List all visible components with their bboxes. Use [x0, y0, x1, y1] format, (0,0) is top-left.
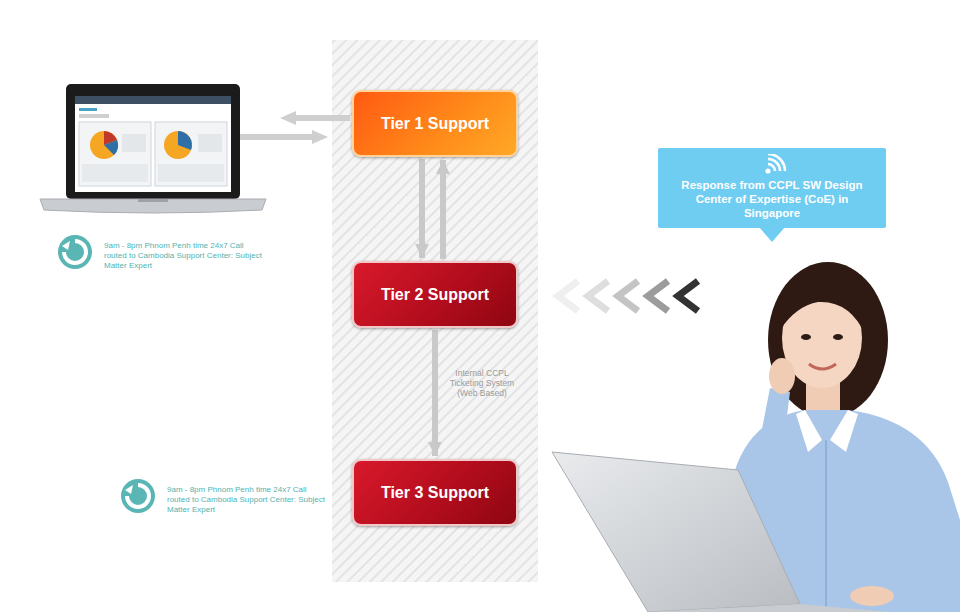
node-text: Response from CCPL SW Design Center of E… — [668, 178, 876, 220]
drawing-part — [40, 199, 266, 213]
drawing-part — [769, 358, 795, 394]
tier-box: Tier 3 Support — [352, 459, 518, 526]
drawing-part — [648, 281, 668, 311]
drawing-part — [240, 130, 328, 144]
drawing-part — [618, 281, 638, 311]
drawing-part — [125, 485, 133, 494]
note-icon — [121, 479, 155, 513]
drawing-part — [280, 111, 350, 125]
drawing-part — [164, 131, 192, 159]
drawing-part — [752, 388, 790, 486]
connector-arrow — [419, 159, 425, 258]
striped-panel — [332, 40, 538, 582]
drawing-part — [178, 131, 192, 150]
edge-label: Internal CCPL Ticketing System (Web Base… — [445, 368, 519, 398]
drawing-part — [850, 586, 894, 606]
drawing-part — [833, 334, 843, 340]
note-icon — [58, 235, 92, 269]
connector-arrow — [440, 160, 446, 259]
callout-bubble: Response from CCPL SW Design Center of E… — [658, 148, 886, 228]
drawing-part — [62, 241, 70, 250]
drawing-part — [158, 164, 224, 182]
drawing-part — [588, 281, 608, 311]
note-text: 9am - 8pm Phnom Penh time 24x7 Call rout… — [167, 485, 327, 515]
chevron-arrows — [558, 281, 698, 311]
laptop-arrows — [240, 111, 350, 144]
node-text: Tier 2 Support — [381, 286, 489, 304]
drawing-part — [552, 452, 800, 612]
drawing-part — [138, 199, 168, 202]
drawing-part — [809, 364, 836, 369]
drawing-part — [155, 122, 227, 186]
drawing-part — [79, 114, 109, 118]
node-text: Tier 1 Support — [381, 115, 489, 133]
drawing-part — [648, 604, 890, 612]
drawing-part — [58, 235, 92, 269]
wifi-icon — [757, 154, 787, 176]
note-text: 9am - 8pm Phnom Penh time 24x7 Call rout… — [104, 241, 264, 271]
node-text: Tier 3 Support — [381, 484, 489, 502]
drawing-part — [198, 134, 222, 152]
woman-illustration — [552, 262, 960, 612]
drawing-part — [90, 131, 118, 159]
drawing-part — [830, 410, 858, 452]
drawing-part — [75, 96, 231, 192]
drawing-part — [82, 164, 148, 182]
drawing-part — [75, 96, 231, 104]
tier-box: Tier 2 Support — [352, 261, 518, 328]
drawing-part — [79, 108, 97, 111]
drawing-part — [825, 440, 827, 612]
drawing-part — [79, 122, 151, 186]
drawing-part — [678, 281, 698, 311]
drawing-part — [796, 410, 822, 452]
drawing-part — [122, 134, 146, 152]
drawing-part — [66, 84, 240, 199]
bubble-tail — [759, 227, 785, 243]
drawing-part — [121, 479, 155, 513]
drawing-part — [104, 140, 118, 155]
drawing-part — [780, 282, 867, 336]
connector-arrow — [432, 330, 438, 456]
tier-box: Tier 1 Support — [352, 90, 518, 157]
drawing-part — [558, 281, 578, 311]
drawing-part — [801, 334, 811, 340]
laptop-illustration — [40, 84, 266, 213]
